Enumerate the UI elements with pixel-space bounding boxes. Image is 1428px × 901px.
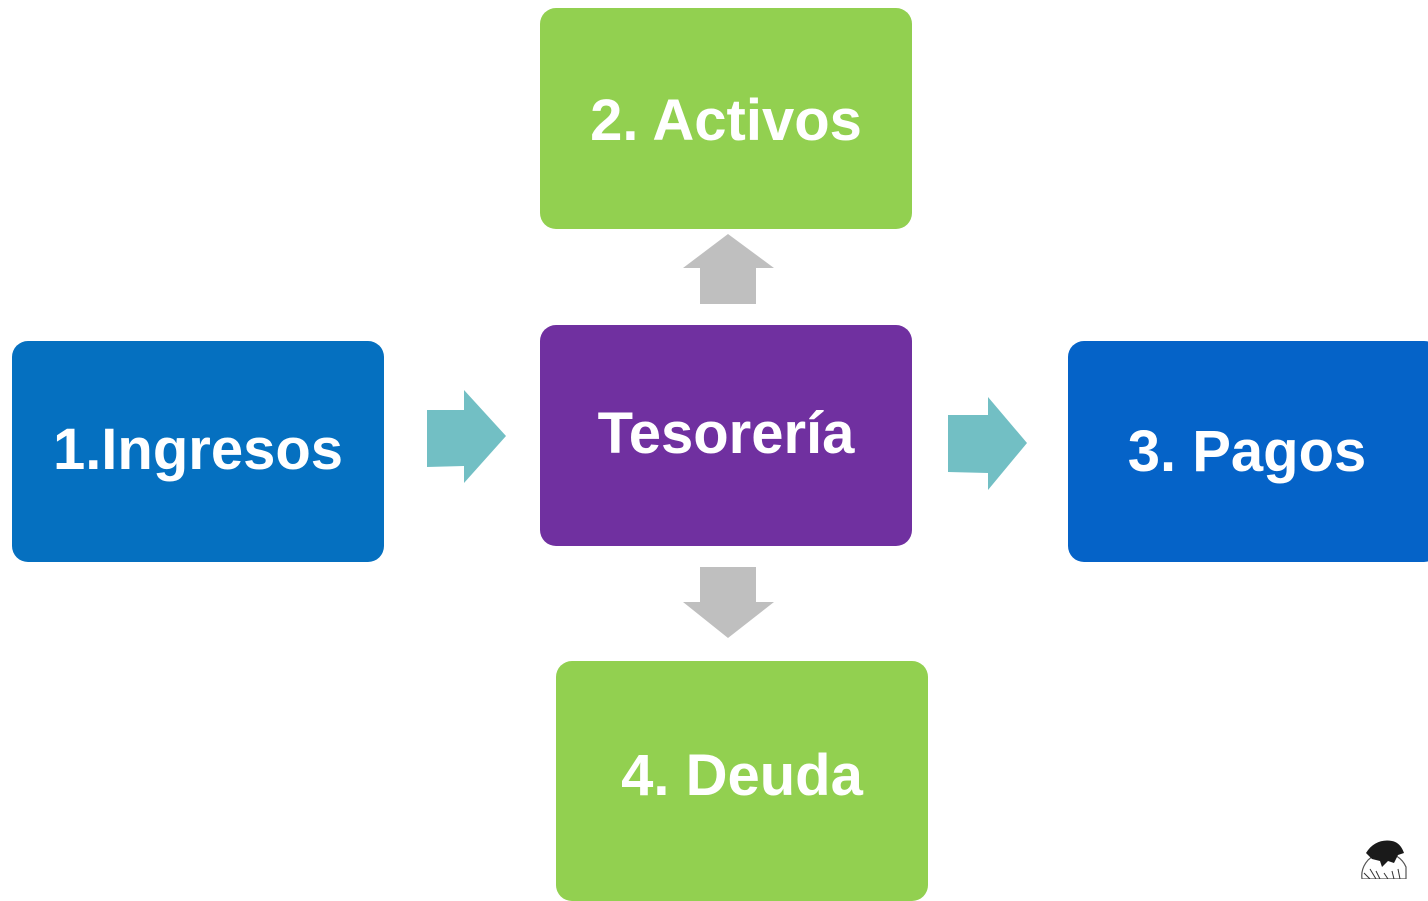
node-activos: 2. Activos [540,8,912,229]
node-ingresos: 1.Ingresos [12,341,384,562]
node-deuda-label: 4. Deuda [621,742,863,808]
arrow-tesoreria-to-pagos [948,397,1027,490]
node-pagos-label: 3. Pagos [1127,419,1367,484]
node-ingresos-label: 1.Ingresos [52,417,344,482]
globe-map-logo-icon [1361,840,1407,879]
connector-arrows [427,234,1027,638]
arrow-tesoreria-to-activos [683,234,774,304]
arrow-tesoreria-to-deuda [683,567,774,638]
arrow-ingresos-to-tesoreria [427,390,506,483]
node-pagos: 3. Pagos [1068,341,1428,562]
node-tesoreria-label: Tesorería [597,401,855,466]
node-activos-label: 2. Activos [590,88,862,153]
node-tesoreria: Tesorería [540,325,912,546]
node-deuda: 4. Deuda [556,661,928,901]
